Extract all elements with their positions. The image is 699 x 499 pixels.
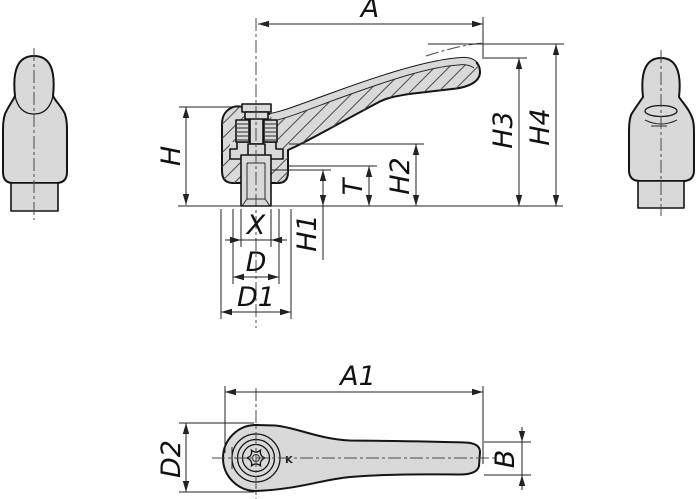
dim-T: T	[289, 165, 377, 206]
arm-top-surface	[270, 57, 476, 121]
phantom-tip-line	[425, 42, 484, 57]
dim-label-a: A	[359, 0, 379, 24]
spring-left	[235, 119, 250, 143]
dim-H1: H1	[272, 169, 331, 260]
dim-A1: A1	[224, 361, 484, 464]
dim-H4: H4	[428, 43, 564, 206]
arm-section-boundary	[272, 64, 475, 122]
dim-label-d1: D1	[237, 282, 275, 313]
dim-X: X	[225, 209, 287, 247]
dim-D2: D2	[156, 422, 254, 493]
front-view-body	[2, 55, 68, 184]
kipp-logo: K	[285, 455, 294, 466]
dim-H2: H2	[289, 143, 424, 206]
top-view: K	[212, 388, 497, 499]
dim-label-h1: H1	[292, 214, 323, 251]
back-end-view	[628, 50, 695, 216]
dim-label-h2: H2	[385, 157, 416, 194]
dim-label-d: D	[246, 247, 267, 278]
dim-label-b: B	[490, 450, 521, 469]
dim-label-d2: D2	[156, 440, 187, 478]
dim-label-t: T	[338, 176, 369, 195]
dim-A: A	[258, 0, 484, 59]
dim-D: D	[232, 209, 280, 284]
dim-H3: H3	[484, 57, 527, 206]
dim-label-x: X	[245, 210, 266, 241]
dim-D1: D1	[220, 209, 292, 319]
section-hatching	[222, 57, 480, 183]
dim-H: H	[156, 106, 241, 205]
side-section-view	[221, 18, 484, 328]
dim-label-h: H	[156, 146, 187, 166]
dim-B: B	[484, 427, 531, 490]
dim-label-a1: A1	[338, 361, 376, 392]
dim-label-h3: H3	[488, 111, 519, 148]
dim-label-h4: H4	[525, 108, 556, 145]
dimensions: A H H1 T H2 H3	[156, 0, 564, 493]
front-end-view	[2, 48, 68, 220]
spring-right	[263, 119, 278, 143]
